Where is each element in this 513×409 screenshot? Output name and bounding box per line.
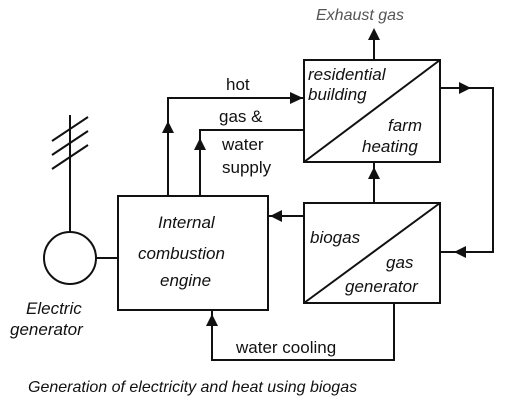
building-label-farm: farm xyxy=(388,116,422,135)
diagram-caption: Generation of electricity and heat using… xyxy=(28,379,357,396)
power-lines-icon xyxy=(51,116,89,170)
biogas-to-building-arrow-icon xyxy=(368,167,380,179)
biogas-generator-label: generator xyxy=(345,277,419,296)
electric-generator-circle xyxy=(43,231,97,285)
hot-label: hot xyxy=(226,75,250,94)
exhaust-gas-label: Exhaust gas xyxy=(316,7,404,24)
engine-label-engine: engine xyxy=(160,271,211,290)
return-out-arrow-icon xyxy=(459,82,471,94)
electric-label: Electric xyxy=(26,299,82,318)
return-loop-line xyxy=(440,87,494,253)
engine-label-internal: Internal xyxy=(158,213,216,232)
building-box-diagonal xyxy=(303,59,441,163)
building-label-heating: heating xyxy=(362,137,418,156)
hot-gas-line xyxy=(167,97,304,196)
water-cooling-line xyxy=(211,303,395,361)
building-label-building: building xyxy=(308,85,367,104)
generator-label: generator xyxy=(10,320,84,339)
exhaust-arrow-icon xyxy=(368,28,380,40)
building-label-residential: residential xyxy=(308,65,387,84)
water-label: water xyxy=(221,135,264,154)
supply-label: supply xyxy=(222,158,272,177)
engine-box xyxy=(117,195,269,311)
engine-label-combustion: combustion xyxy=(138,244,225,263)
water-supply-arrow-icon xyxy=(194,138,206,150)
biogas-gas-label: gas xyxy=(386,253,414,272)
biogas-label: biogas xyxy=(310,228,361,247)
hot-gas-arrow-icon xyxy=(162,121,174,133)
biogas-box-diagonal xyxy=(303,202,441,304)
hot-gas-head-icon xyxy=(290,92,303,104)
gas-and-label: gas & xyxy=(219,107,263,126)
biogas-to-engine-arrow-icon xyxy=(270,210,282,222)
water-supply-line xyxy=(199,129,304,196)
water-cooling-arrow-icon xyxy=(206,314,218,326)
return-in-arrow-icon xyxy=(454,246,466,258)
water-cooling-label: water cooling xyxy=(235,338,336,357)
